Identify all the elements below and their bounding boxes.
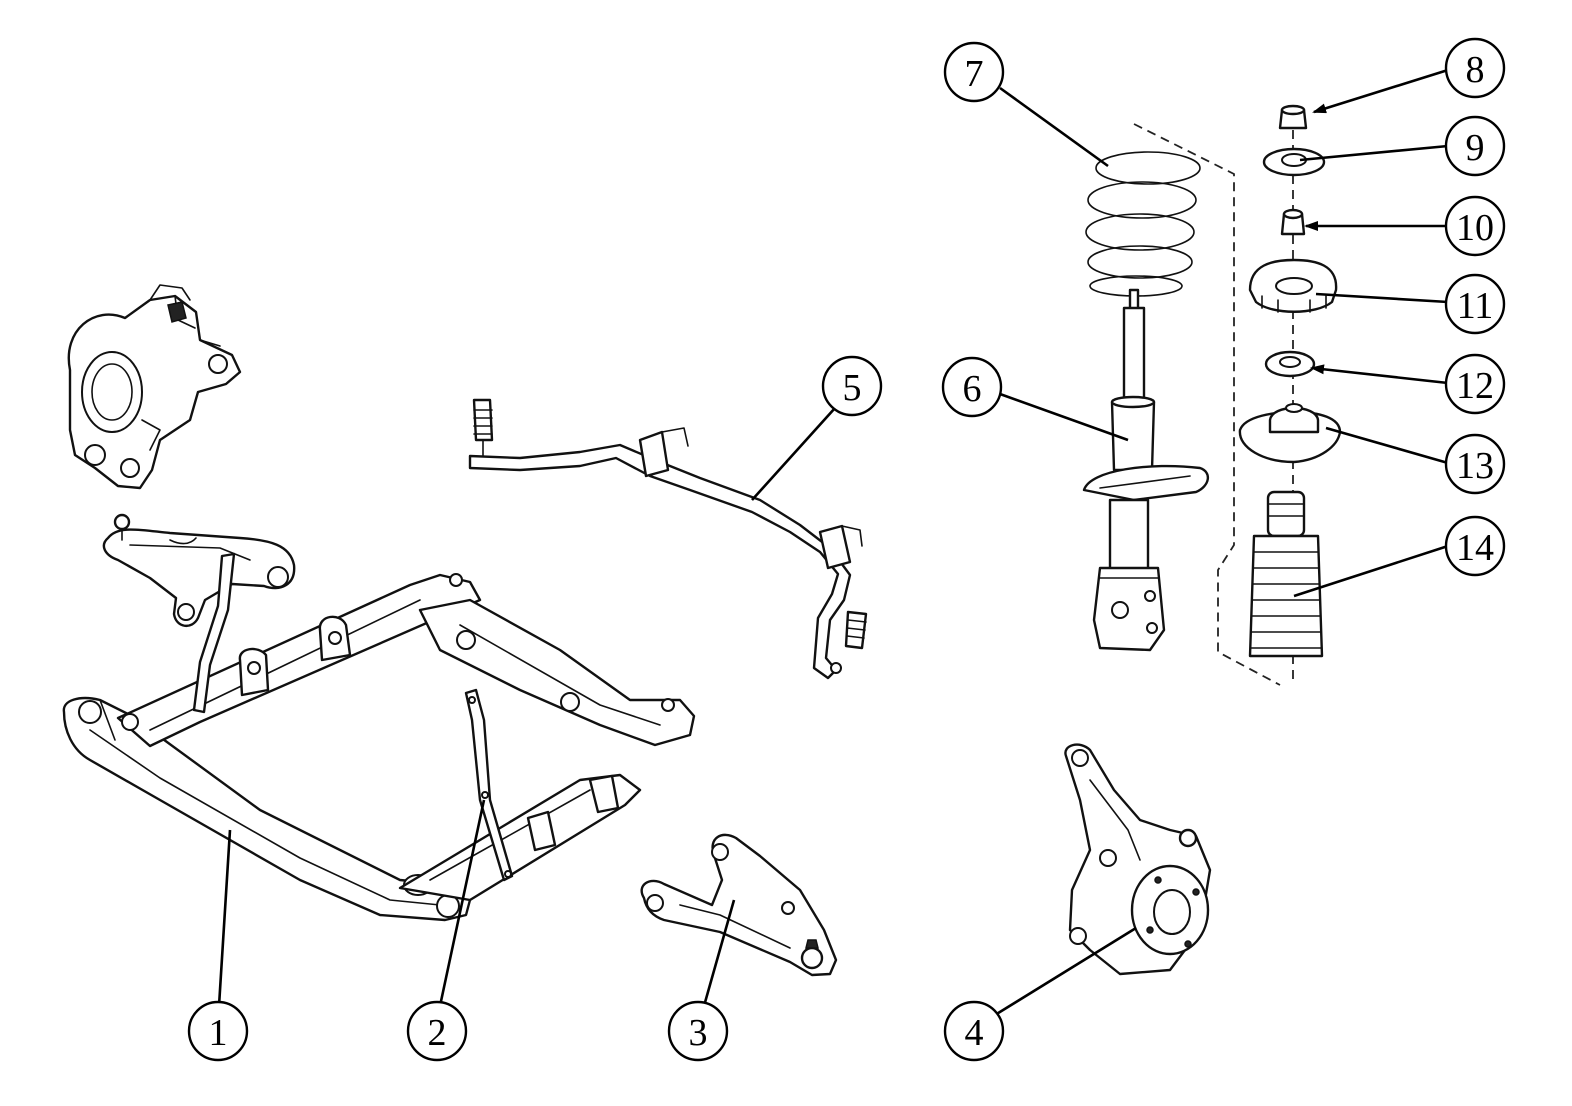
callout-5: 5 — [821, 355, 883, 417]
callout-label-5: 5 — [843, 367, 862, 409]
subframe — [62, 573, 696, 922]
callout-label-11: 11 — [1457, 285, 1494, 327]
callout-label-14: 14 — [1456, 527, 1494, 569]
callout-label-10: 10 — [1456, 207, 1494, 249]
lower-control-arm — [640, 833, 838, 977]
steering-knuckle-right — [1064, 743, 1212, 976]
callout-6: 6 — [941, 356, 1003, 418]
nut-top — [1278, 104, 1308, 130]
nut-lower — [1280, 208, 1306, 236]
end-link-right — [844, 610, 868, 650]
callout-7: 7 — [943, 41, 1005, 103]
tie-strut — [192, 552, 514, 882]
callout-label-3: 3 — [689, 1012, 708, 1054]
bump-stop-boot — [1248, 490, 1324, 658]
callout-2: 2 — [406, 1000, 468, 1062]
callout-9: 9 — [1444, 115, 1506, 177]
callout-label-9: 9 — [1466, 127, 1485, 169]
callout-label-6: 6 — [963, 368, 982, 410]
callout-label-2: 2 — [428, 1012, 447, 1054]
spring-seat — [1238, 403, 1342, 464]
callout-label-1: 1 — [209, 1012, 228, 1054]
callout-8: 8 — [1444, 37, 1506, 99]
callout-3: 3 — [667, 1000, 729, 1062]
callout-13: 13 — [1444, 433, 1506, 495]
callout-10: 10 — [1444, 195, 1506, 257]
callout-label-12: 12 — [1456, 365, 1494, 407]
stabilizer-bar — [468, 398, 868, 680]
control-arm-left — [102, 513, 296, 627]
leader-lines — [217, 68, 1449, 1017]
assembly-line — [1133, 123, 1281, 686]
steering-knuckle-left — [67, 284, 242, 490]
bearing — [1264, 350, 1316, 378]
callout-label-13: 13 — [1456, 445, 1494, 487]
shock-absorber — [1082, 288, 1209, 652]
callout-label-7: 7 — [965, 53, 984, 95]
washer — [1262, 147, 1326, 177]
callout-4: 4 — [943, 1000, 1005, 1062]
end-link-left — [472, 398, 494, 457]
callout-11: 11 — [1444, 273, 1506, 335]
callout-14: 14 — [1444, 515, 1506, 577]
callout-label-4: 4 — [965, 1012, 984, 1054]
callout-1: 1 — [187, 1000, 249, 1062]
callout-label-8: 8 — [1466, 49, 1485, 91]
strut-mount — [1248, 258, 1338, 313]
coil-spring — [1085, 151, 1201, 297]
callout-12: 12 — [1444, 353, 1506, 415]
